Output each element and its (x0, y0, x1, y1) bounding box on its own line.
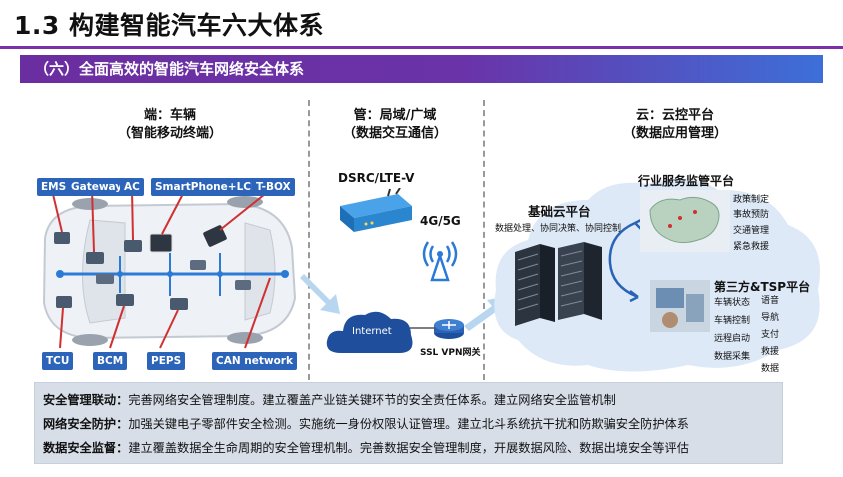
left-head-line1: 端：车辆 (143, 108, 196, 123)
measure-key: 网络安全防护： (43, 417, 129, 431)
tag-peps: PEPS (147, 352, 186, 370)
internet-label: Internet (352, 326, 392, 337)
ecu-gateway (86, 252, 104, 264)
connector-lcd (161, 189, 186, 235)
base-cloud-subtitle: 数据处理、协同决策、协同控制 (495, 224, 622, 234)
dsrc-device (340, 188, 412, 232)
right-head-line1: 云：云控平台 (635, 108, 714, 123)
car-rear-window (244, 222, 276, 321)
tag-ac: AC (120, 178, 144, 196)
tag-ems: EMS (37, 178, 71, 196)
tsp-item-voice: 语音 (761, 296, 780, 306)
ecu-lcd (149, 233, 173, 253)
measure-key: 安全管理联动： (43, 393, 129, 407)
industry-platform-title: 行业服务监管平台 (638, 174, 735, 188)
middle-head-line1: 管：局域/广域 (353, 108, 437, 123)
tsp-item-data: 数据 (761, 364, 780, 374)
connector-peps (159, 309, 179, 349)
left-column-header: 端：车辆 （智能移动终端） (95, 107, 245, 143)
measure-text: 加强关键电子零部件安全检测。实施统一身份权限认证管理。建立北斗系统抗干扰和防欺骗… (128, 417, 689, 431)
connector-gateway (91, 189, 95, 253)
tsp-item-payment: 支付 (761, 330, 780, 340)
ecu-bcm (116, 294, 134, 306)
tsp-item-data-collection: 数据采集 (714, 352, 751, 362)
ecu-module (235, 280, 251, 290)
china-map-image (640, 190, 730, 252)
connector-ac (131, 189, 134, 241)
measure-text: 完善网络安全管理制度。建立覆盖产业链关键环节的安全责任体系。建立网络安全监管机制 (128, 393, 616, 407)
server-rack-icon (515, 242, 602, 326)
can-node (281, 270, 289, 278)
base-cloud-title: 基础云平台 (528, 204, 591, 219)
tsp-item-vehicle-status: 车辆状态 (714, 298, 751, 308)
tsp-photo-image (650, 280, 710, 332)
tsp-item-navigation: 导航 (761, 313, 780, 323)
network-link (410, 327, 436, 329)
signal-tower-icon (422, 241, 458, 282)
ecu-tbox (203, 225, 227, 247)
connector-ems (51, 189, 63, 233)
middle-column-header: 管：局域/广域 （数据交互通信） (320, 107, 470, 143)
page-title: 1.3 构建智能汽车六大体系 (14, 11, 324, 40)
tsp-item-remote-start: 远程启动 (714, 334, 751, 344)
industry-item-3: 交通管理 (733, 226, 770, 236)
internet-cloud-icon (326, 311, 413, 353)
4g5g-label: 4G/5G (420, 214, 461, 228)
left-head-line2: （智能移动终端） (117, 126, 222, 141)
cloud-background (494, 178, 820, 372)
vpn-router-icon (434, 319, 464, 339)
title-rule (0, 46, 843, 49)
tag-smartphone-lcd: SmartPhone+LCD (151, 178, 264, 196)
ecu-module (96, 274, 114, 284)
ecu-ems (54, 232, 70, 244)
connector-can (244, 277, 271, 349)
ecu-tcu (56, 296, 72, 308)
tsp-platform-title: 第三方&TSP平台 (714, 280, 811, 294)
industry-item-2: 事故预防 (733, 210, 770, 220)
can-node (167, 271, 173, 277)
car-wheel (227, 332, 263, 344)
measure-row: 网络安全防护：加强关键电子零部件安全检测。实施统一身份权限认证管理。建立北斗系统… (43, 412, 774, 436)
ecu-module (190, 260, 206, 270)
measure-key: 数据安全监督： (43, 441, 129, 455)
ssl-vpn-label: SSL VPN网关 (420, 348, 481, 358)
connector-bcm (109, 305, 125, 349)
arrow-car-to-network (300, 274, 340, 314)
section-banner: （六）全面高效的智能汽车网络安全体系 (20, 55, 823, 83)
car-wheel (72, 198, 108, 210)
measure-row: 安全管理联动：完善网络安全管理制度。建立覆盖产业链关键环节的安全责任体系。建立网… (43, 388, 774, 412)
right-column-header: 云：云控平台 （数据应用管理） (600, 107, 750, 143)
can-node (56, 270, 64, 278)
connector-tbox (219, 189, 271, 231)
tag-bcm: BCM (93, 352, 128, 370)
industry-item-4: 紧急救援 (733, 242, 770, 252)
ecu-peps (170, 298, 188, 310)
car-wheel (72, 334, 108, 346)
measure-row: 数据安全监督：建立覆盖数据全生命周期的安全管理机制。完善数据安全管理制度，开展数… (43, 436, 774, 460)
tsp-item-rescue: 救援 (761, 347, 780, 357)
car-wheel (227, 196, 263, 208)
divider-right (483, 100, 485, 380)
dsrc-label: DSRC/LTE-V (338, 171, 415, 185)
vehicle-diagram (42, 189, 297, 349)
tsp-item-vehicle-control: 车辆控制 (714, 316, 751, 326)
right-head-line2: （数据应用管理） (622, 126, 727, 141)
middle-head-line2: （数据交互通信） (342, 126, 447, 141)
divider-left (308, 100, 310, 380)
tag-gateway: Gateway (67, 178, 127, 196)
security-measures-box: 安全管理联动：完善网络安全管理制度。建立覆盖产业链关键环节的安全责任体系。建立网… (34, 382, 783, 464)
tag-can-network: CAN network (212, 352, 297, 370)
tag-tbox: T-BOX (252, 178, 295, 196)
industry-item-1: 政策制定 (733, 195, 770, 205)
can-node (217, 271, 223, 277)
tag-tcu: TCU (42, 352, 74, 370)
connector-tcu (59, 307, 64, 349)
can-node (117, 271, 123, 277)
measure-text: 建立覆盖数据全生命周期的安全管理机制。完善数据安全管理制度，开展数据风险、数据出… (128, 441, 689, 455)
ecu-ac (124, 240, 142, 252)
